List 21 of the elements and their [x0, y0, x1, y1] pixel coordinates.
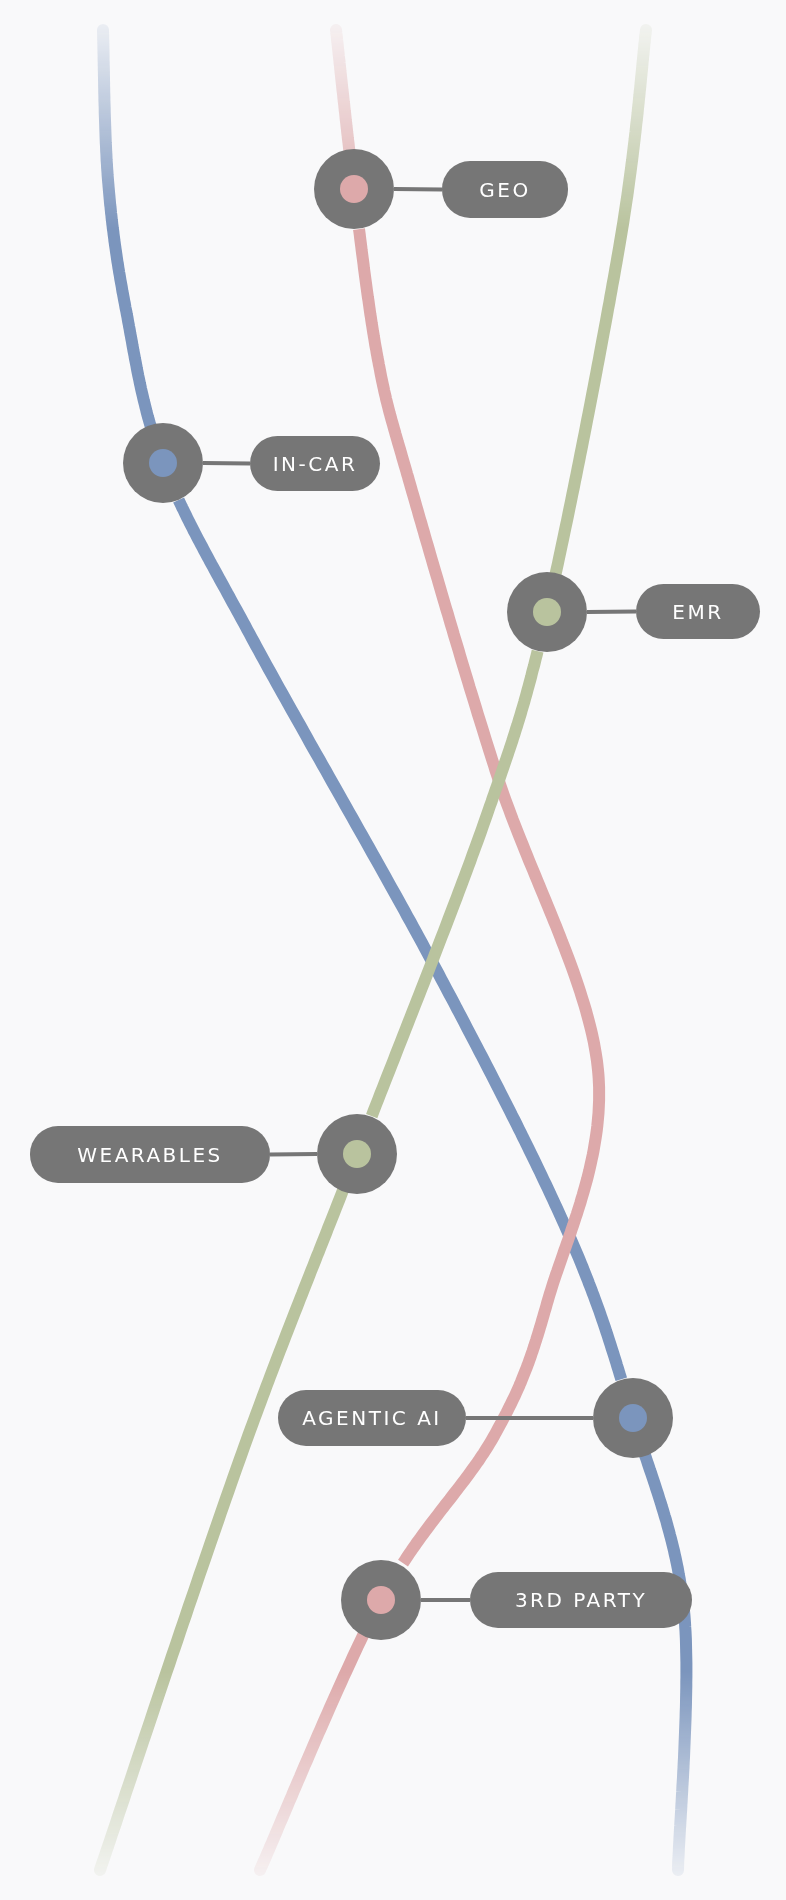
track-line	[173, 496, 628, 1383]
connector-line	[393, 187, 443, 192]
station-marker	[123, 423, 203, 503]
connector-line	[586, 609, 637, 614]
station-marker	[341, 1560, 421, 1640]
label-pill: WEARABLES	[30, 1126, 270, 1183]
connector-line	[421, 1598, 470, 1602]
label-pill: GEO	[442, 161, 568, 218]
label-pill: AGENTIC AI	[278, 1390, 466, 1446]
track-line	[353, 226, 606, 1567]
connector-line	[202, 461, 251, 466]
label-pill: EMR	[636, 584, 760, 639]
track-line	[366, 649, 544, 1119]
station-marker	[507, 572, 587, 652]
station-marker	[317, 1114, 397, 1194]
station-marker	[314, 149, 394, 229]
connector-line	[466, 1416, 593, 1420]
connector-line	[269, 1152, 318, 1157]
label-pill: IN-CAR	[250, 436, 380, 491]
station-marker	[593, 1378, 673, 1458]
label-pill: 3RD PARTY	[470, 1572, 692, 1628]
